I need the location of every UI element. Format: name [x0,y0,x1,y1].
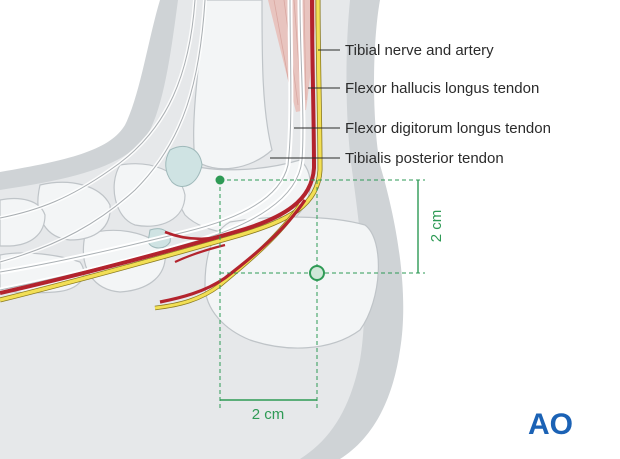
label-tibial-nerve-artery: Tibial nerve and artery [345,42,494,59]
tibial-artery [0,0,317,304]
vertical-dimension-label: 2 cm [428,210,445,243]
joint-cartilage [165,146,203,187]
horizontal-dimension-label: 2 cm [252,406,285,423]
label-tp-tendon: Tibialis posterior tendon [345,150,504,167]
skin-outline [0,0,160,172]
navicular-bone [113,163,186,227]
ao-logo: AO [528,408,573,441]
leader-lines [270,49,340,159]
measurement-guides [219,179,425,408]
malleolus-tip-marker [215,175,225,185]
label-fdl-tendon: Flexor digitorum longus tendon [345,120,551,137]
dorsal-tendon-outlines [0,0,206,263]
label-fhl-tendon: Flexor hallucis longus tendon [345,80,539,97]
calcaneus-bone [204,216,379,349]
tibia-bone [193,0,273,170]
dimension-lines [220,180,419,401]
incision-point-marker [309,265,325,281]
